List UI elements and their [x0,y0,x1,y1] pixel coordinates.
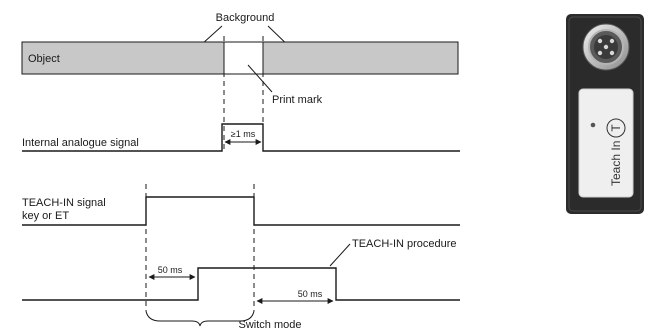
connector-icon [582,23,630,71]
print-mark-gap [223,41,264,75]
teach-procedure-leader [329,243,351,267]
delay-label-2: 50 ms [298,289,323,299]
led-indicator [590,122,596,128]
object-band [21,41,459,75]
device-body-edge [568,16,642,212]
print-mark-leader [247,64,273,93]
teach-button-symbol: T [609,124,623,132]
switch-mode-label: Switch mode [239,319,302,329]
object-segment-right [262,41,459,75]
delay-label-1: 50 ms [158,265,183,275]
pulse-width-label: ≥1 ms [231,129,256,139]
object-segment-left [21,41,225,75]
teach-signal-label-2: key or ET [22,210,69,222]
device-teach-in-label: Teach In [609,141,623,186]
sensor-device: Teach In T [566,14,644,214]
background-label: Background [216,12,275,24]
switch-mode-brace [145,310,255,327]
teach-procedure-label: TEACH-IN procedure [352,238,457,250]
switch-output-trace [22,267,460,301]
internal-signal-trace [22,123,460,152]
internal-signal-label: Internal analogue signal [22,137,139,149]
device-panel [578,88,634,198]
object-label: Object [28,53,60,65]
teach-button-icon[interactable]: T [606,118,626,138]
teach-signal-label-1: TEACH-IN signal [22,197,106,209]
teach-signal-trace [22,196,460,226]
print-mark-label: Print mark [272,94,323,106]
